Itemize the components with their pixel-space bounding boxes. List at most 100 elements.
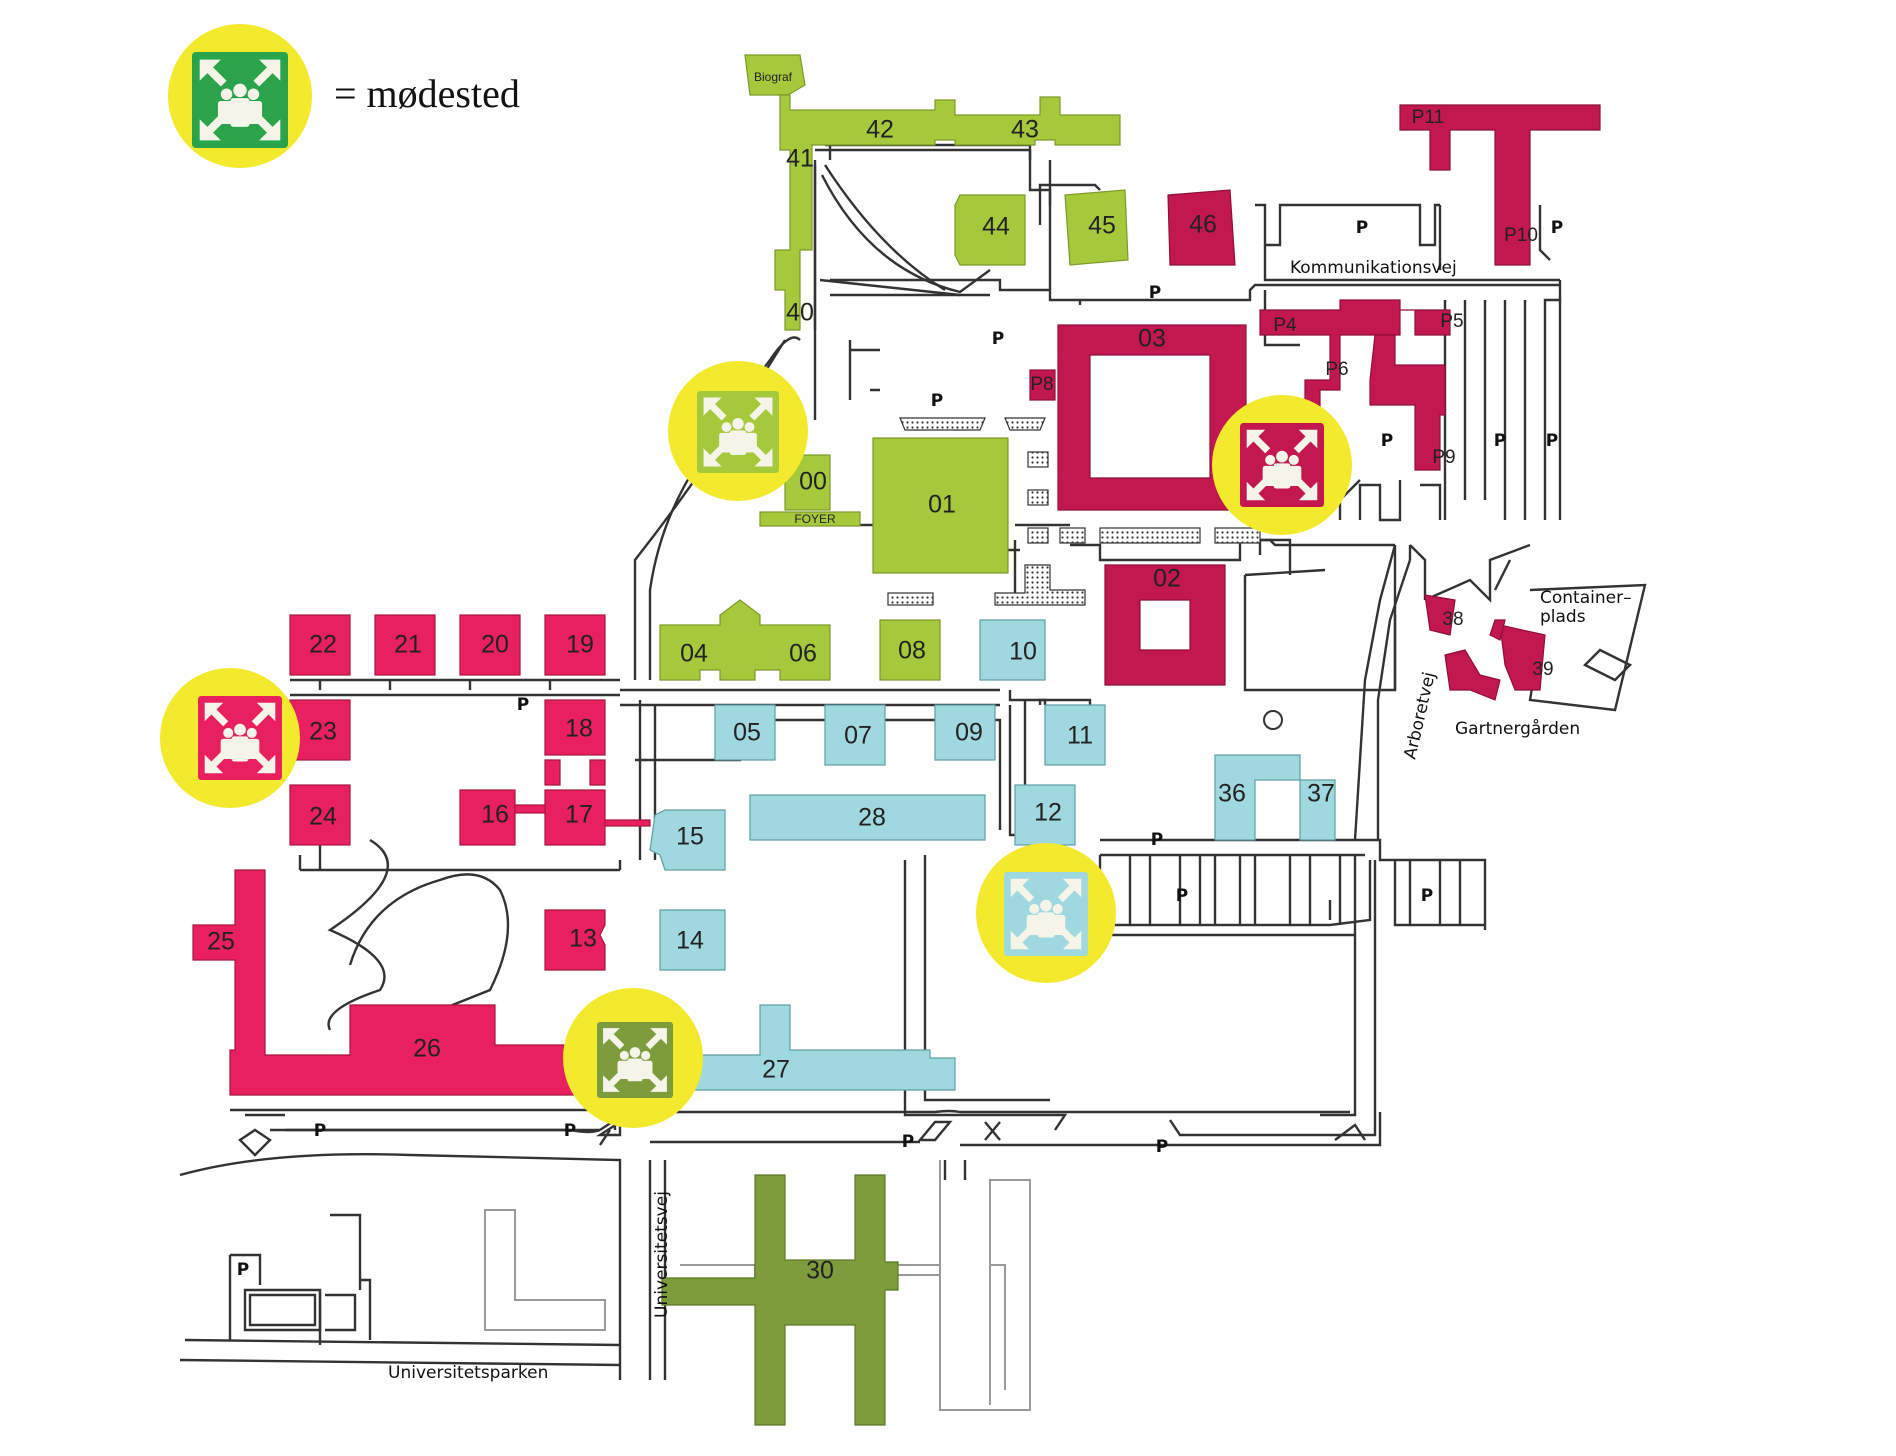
label-12: 12 <box>1034 799 1062 827</box>
building-01[interactable] <box>872 437 1009 574</box>
label-36: 36 <box>1218 780 1246 808</box>
building-09[interactable] <box>934 704 996 761</box>
assembly-point-ne[interactable] <box>1212 395 1352 535</box>
parking-p-17: P <box>237 1260 249 1280</box>
building-44[interactable] <box>954 194 1026 266</box>
parking-p-11: P <box>1176 886 1188 906</box>
building-05[interactable] <box>714 704 776 761</box>
assembly-point-nw[interactable] <box>668 361 808 501</box>
building-gartnergaarden[interactable] <box>1444 649 1501 701</box>
label-p8: P8 <box>1030 374 1053 395</box>
building-16[interactable] <box>459 789 516 846</box>
building-04-06[interactable] <box>659 599 831 681</box>
building-labels: Biograf 42 43 41 40 44 45 46 03 P8 P11 P… <box>207 70 1553 1284</box>
label-28: 28 <box>858 804 886 832</box>
label-p11: P11 <box>1412 107 1444 128</box>
building-10[interactable] <box>979 619 1046 681</box>
street-gartnergaarden: Gartnergården <box>1455 718 1580 739</box>
label-06: 06 <box>789 640 817 668</box>
building-28[interactable] <box>749 794 986 841</box>
parking-p-10: P <box>1151 830 1163 850</box>
label-09: 09 <box>955 719 983 747</box>
label-18: 18 <box>565 715 593 743</box>
building-41-42-43[interactable] <box>774 94 1121 331</box>
parking-labels: P P P P P P P P P P P P P P P P P <box>237 218 1563 1280</box>
label-p9: P9 <box>1432 447 1455 468</box>
assembly-point-w[interactable] <box>160 668 300 808</box>
building-23[interactable] <box>289 699 351 761</box>
building-13[interactable] <box>544 909 606 971</box>
label-42: 42 <box>866 116 894 144</box>
label-04: 04 <box>680 640 708 668</box>
building-19[interactable] <box>544 614 606 676</box>
building-39-annex[interactable] <box>1489 619 1506 641</box>
label-26: 26 <box>413 1035 441 1063</box>
street-kommunikationsvej: Kommunikationsvej <box>1290 258 1457 278</box>
label-21: 21 <box>394 631 422 659</box>
parking-p-7: P <box>1494 431 1506 451</box>
label-22: 22 <box>309 631 337 659</box>
assembly-point-s[interactable] <box>563 988 703 1128</box>
parking-p-9: P <box>517 695 529 715</box>
label-foyer: FOYER <box>794 512 836 526</box>
label-p6: P6 <box>1325 359 1348 380</box>
building-11[interactable] <box>1044 704 1106 766</box>
foyer[interactable] <box>759 511 861 527</box>
label-43: 43 <box>1011 116 1039 144</box>
label-11: 11 <box>1067 722 1093 750</box>
building-22[interactable] <box>289 614 351 676</box>
building-02[interactable] <box>1104 564 1226 686</box>
label-03: 03 <box>1138 325 1166 353</box>
label-p5: P5 <box>1440 311 1463 332</box>
building-36-37[interactable] <box>1214 754 1336 841</box>
label-16: 16 <box>481 801 509 829</box>
building-14[interactable] <box>659 909 726 971</box>
parking-p-14: P <box>564 1121 576 1141</box>
building-p11-p10[interactable] <box>1399 104 1601 266</box>
parking-p-5: P <box>931 391 943 411</box>
building-39[interactable] <box>1499 624 1546 691</box>
building-p8[interactable] <box>1029 369 1056 401</box>
building-46[interactable] <box>1167 189 1236 266</box>
building-18-annex[interactable] <box>544 759 606 786</box>
label-45: 45 <box>1088 212 1116 240</box>
building-27[interactable] <box>664 1004 956 1091</box>
building-15[interactable] <box>649 809 726 871</box>
label-10: 10 <box>1009 638 1037 666</box>
label-p10: P10 <box>1504 225 1538 246</box>
label-23: 23 <box>309 718 337 746</box>
label-05: 05 <box>733 719 761 747</box>
building-08[interactable] <box>879 619 941 681</box>
parking-p-13: P <box>314 1121 326 1141</box>
label-01: 01 <box>928 491 956 519</box>
building-20[interactable] <box>459 614 521 676</box>
building-45[interactable] <box>1064 189 1129 266</box>
label-30: 30 <box>806 1257 834 1285</box>
street-universitetsvej: Universitetsvej <box>652 1191 672 1318</box>
building-p9[interactable] <box>1369 334 1446 471</box>
building-biograf[interactable] <box>744 54 806 96</box>
street-universitetsparken: Universitetsparken <box>388 1363 548 1383</box>
label-19: 19 <box>566 631 594 659</box>
assembly-point-icon <box>192 52 288 148</box>
parking-p-4: P <box>992 329 1004 349</box>
building-07[interactable] <box>824 704 886 766</box>
label-p4: P4 <box>1273 315 1297 336</box>
label-biograf: Biograf <box>754 70 793 84</box>
building-25-26[interactable] <box>192 869 606 1096</box>
parking-p-1: P <box>1356 218 1368 238</box>
roundabout-marker <box>1263 710 1283 730</box>
building-21[interactable] <box>374 614 436 676</box>
link-16-17 <box>514 804 546 814</box>
building-18[interactable] <box>544 699 606 756</box>
building-24[interactable] <box>289 784 351 846</box>
building-17[interactable] <box>544 789 606 846</box>
building-30[interactable] <box>661 1174 899 1426</box>
label-02: 02 <box>1153 565 1181 593</box>
building-38[interactable] <box>1424 594 1456 636</box>
parking-p-3: P <box>1149 283 1161 303</box>
label-40: 40 <box>786 299 814 327</box>
building-12[interactable] <box>1014 784 1076 846</box>
label-41: 41 <box>786 145 814 173</box>
assembly-point-center[interactable] <box>976 843 1116 983</box>
